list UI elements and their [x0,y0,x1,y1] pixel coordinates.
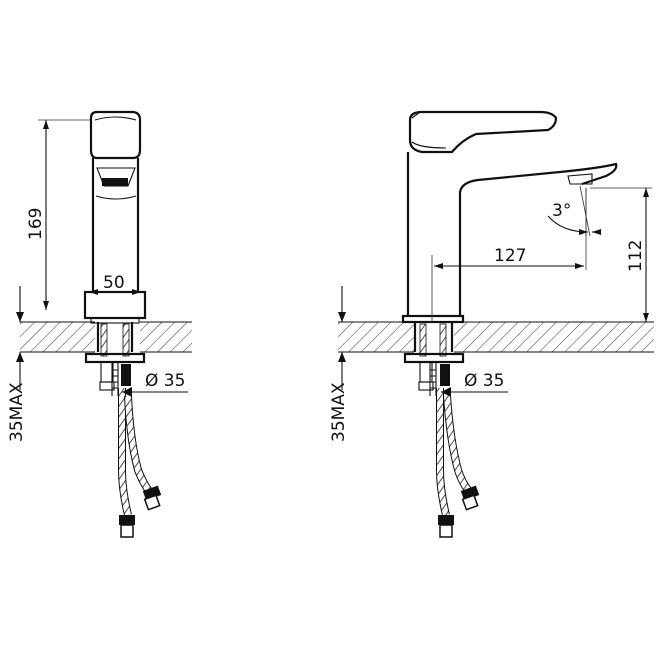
max-thickness-label-front: 35MAX [7,382,27,442]
side-view: 112 127 3° Ø 35 35MAX [329,110,654,538]
mounting-hardware-side [403,322,465,396]
hoses-front [118,388,162,538]
angle-indicator: 3° [547,185,601,237]
dimension-height-front: 169 [26,119,90,310]
angle-label: 3° [552,201,571,221]
hoses-side [436,388,480,538]
hole-diameter-label-side: Ø 35 [464,371,504,391]
faucet-body-front [83,110,147,324]
dimension-hole-front: Ø 35 [122,371,188,397]
dimension-spout-reach: 127 [431,188,587,322]
height-dimension-label: 169 [26,208,46,240]
dimension-spout-height: 112 [590,187,652,322]
spout-reach-label: 127 [494,246,526,266]
dimension-max-thickness-side: 35MAX [329,286,349,442]
faucet-body-side [401,110,618,324]
countertop-side [338,320,654,354]
mounting-hardware-front [84,322,146,396]
dimension-hole-side: Ø 35 [441,371,508,397]
dimension-max-thickness-front: 35MAX [7,286,27,442]
front-view: 169 50 Ø 35 35MAX [7,110,192,538]
dimension-base-width: 50 [89,273,141,295]
max-thickness-label-side: 35MAX [329,382,349,442]
base-width-label: 50 [103,273,125,293]
hole-diameter-label-front: Ø 35 [145,371,185,391]
spout-height-label: 112 [626,240,646,272]
